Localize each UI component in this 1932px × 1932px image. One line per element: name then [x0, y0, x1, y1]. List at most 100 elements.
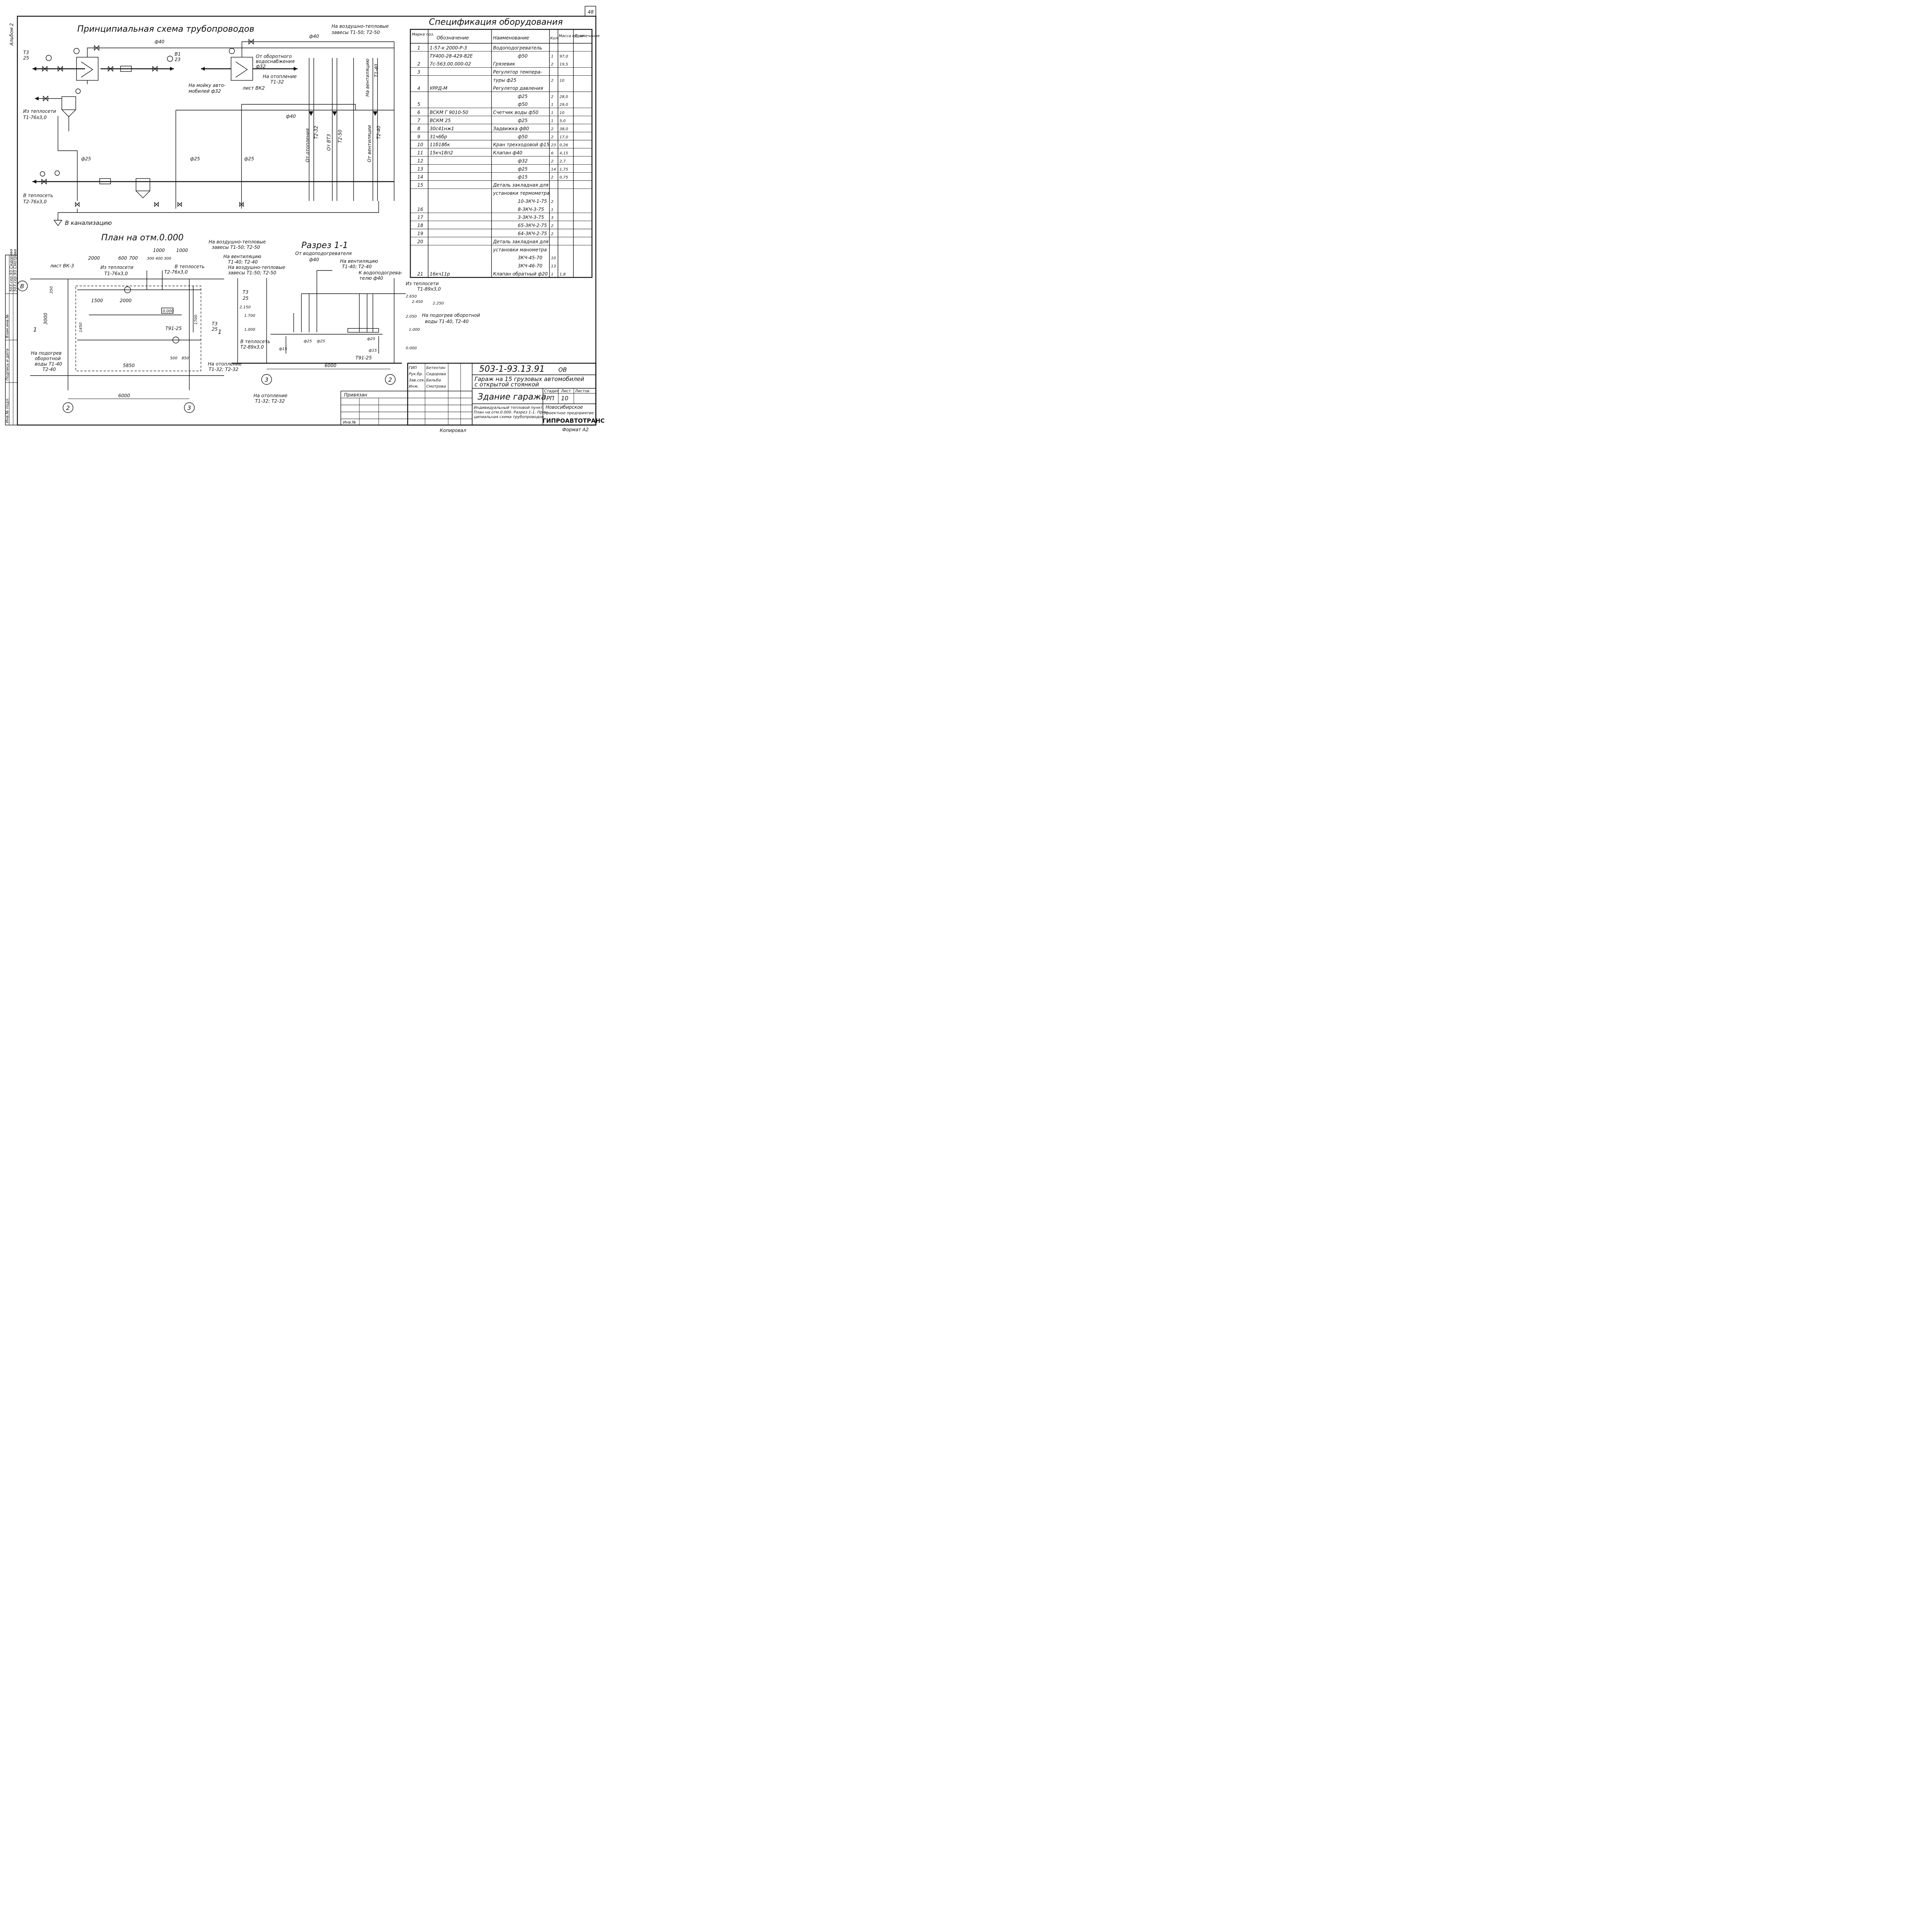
- tb-content-1: Индивидуальный тепловой пункт.: [474, 406, 544, 410]
- spec-cell: 1,75: [560, 167, 568, 172]
- spec-cell: 10-3КЧ-1-75: [518, 199, 547, 204]
- section-axis-2: [385, 374, 396, 385]
- spec-cell: 10: [551, 256, 556, 260]
- plan-t3: Т3: [212, 321, 218, 327]
- tb-role-name: Бетехтин: [426, 366, 446, 370]
- tb-inv: Инв.№: [343, 420, 356, 425]
- plan-dim-600: 600: [118, 255, 127, 261]
- spec-cell: Регулятор давления: [493, 85, 543, 91]
- section-el-2650: 2.650: [406, 294, 417, 299]
- plan-dim-1000b: 1000: [176, 248, 188, 253]
- spec-cell: 1: [551, 103, 553, 107]
- spec-cell: 14: [417, 174, 423, 180]
- scheme-from-heating-2: Т2-32: [313, 126, 319, 139]
- spec-cell: Деталь закладная для: [493, 239, 548, 244]
- spec-header-qty: Кол.: [550, 36, 559, 41]
- spec-cell: 2: [551, 232, 553, 236]
- spec-cell: ТУ400-28-429-82Е: [430, 53, 473, 59]
- scheme-phi25-a: ф25: [81, 156, 91, 162]
- section-phi25-a: ф25: [304, 339, 312, 344]
- spec-cell: 29,0: [560, 103, 568, 107]
- spec-cell: 65-3КЧ-2-75: [518, 223, 547, 228]
- section-from-net-2: Т1-89х3,0: [417, 286, 441, 292]
- plan-from-net-spec: Т1-76х3,0: [104, 271, 128, 276]
- section-from-heater-2: ф40: [309, 257, 319, 262]
- scheme-phi40-a: ф40: [155, 39, 165, 44]
- section-axis-2-label: 2: [388, 376, 392, 383]
- water-meter-6: [99, 178, 111, 184]
- tb-org-2: проектное предприятие: [544, 411, 594, 415]
- spec-cell: Счетчик воды ф50: [493, 110, 539, 115]
- scheme-phi40-b: ф40: [309, 34, 319, 39]
- plan-dim-2000b: 2000: [120, 298, 132, 303]
- scheme-to-sewer: В канализацию: [65, 219, 112, 226]
- spec-cell: 5: [417, 102, 420, 107]
- plan-curtains: На воздушно-тепловые: [209, 239, 266, 245]
- tb-project-2: с открытой стоянкой: [474, 381, 539, 388]
- spec-cell: 9: [417, 134, 420, 139]
- spec-cell: 1: [551, 54, 553, 59]
- spec-cell: 11б18бк: [430, 142, 450, 148]
- spec-cell: установки термометра: [493, 190, 549, 196]
- spec-cell: 11: [417, 150, 423, 156]
- section-to-net: В теплосеть: [240, 339, 270, 344]
- spec-cell: ф50: [518, 134, 528, 139]
- plan-heating: На отопление: [208, 361, 242, 367]
- side-sign-label: Подпись и дата: [5, 349, 10, 381]
- side-stamp: Инв.№ подл. Подпись и дата Взам.инв.№ 50…: [5, 249, 18, 425]
- plan-reheat-4: Т2-40: [43, 367, 56, 372]
- spec-cell: 10: [560, 78, 565, 83]
- spec-cell: ВСКМ Г 9010-50: [430, 110, 468, 115]
- spec-cell: 6: [551, 151, 553, 156]
- tb-content-2: План на отм.0.000. Разрез 1-1. Прин-: [474, 410, 549, 415]
- plan-axis-2: [63, 402, 73, 413]
- spec-cell: ф25: [518, 118, 528, 123]
- tb-sheets-h: Листов: [575, 389, 589, 393]
- spec-cell: ф25: [518, 166, 528, 172]
- plan-from-net: Из теплосети: [100, 265, 133, 270]
- spec-cell: УРРД-М: [430, 85, 447, 91]
- scheme-from-vt3: От ВТ3: [326, 134, 332, 151]
- spec-cell: 8-3КЧ-3-75: [518, 207, 544, 212]
- spec-cell: 3КЧ-45-70: [518, 255, 543, 260]
- mud-trap-2: [136, 178, 150, 191]
- plan-reheat-2: оборотной: [35, 356, 61, 361]
- album-label: Альбом 2: [9, 23, 14, 46]
- side-row-2: 503.сер.93 Смотрова: [13, 249, 17, 292]
- tb-role-name: Сидорова: [426, 372, 446, 376]
- section-el-1000b: 1.000: [409, 328, 420, 332]
- spec-header-mark: Марка поз.: [412, 32, 434, 37]
- spec-cell: ф25: [518, 94, 528, 99]
- plan-axis-b: [17, 281, 28, 291]
- tb-role: Инж.: [409, 384, 419, 389]
- plan-dim-700: 700: [129, 255, 138, 261]
- tb-attached: Привязан: [344, 392, 367, 398]
- spec-cell: 21: [417, 271, 423, 277]
- section-t3: Т3: [243, 289, 248, 295]
- spec-cell: 17,0: [560, 135, 568, 139]
- spec-cell: 2: [417, 61, 420, 67]
- scheme-to-net-spec: Т2-76х3,0: [23, 199, 47, 204]
- tb-project: Гараж на 15 грузовых автомобилей: [474, 376, 584, 383]
- spec-cell: ф15: [518, 174, 528, 180]
- section-el-2050: 2.050: [406, 315, 417, 319]
- frame: 48 Альбом 2: [9, 6, 597, 426]
- spec-cell: 3КЧ-46-70: [518, 263, 543, 269]
- section-to-heater: К водоподогрева-: [359, 270, 402, 276]
- spec-cell: ф50: [518, 53, 528, 59]
- spec-cell: 2: [551, 159, 553, 163]
- spec-cell: Грязевик: [493, 61, 515, 67]
- tb-building: Здание гаража: [478, 392, 546, 402]
- scheme-from-net-spec: Т1-76х3,0: [23, 115, 47, 120]
- scheme-curtains-2: завесы Т1-50; Т2-50: [332, 30, 380, 35]
- plan-vent-2: Т1-40; Т2-40: [228, 259, 258, 265]
- spec-cell: 1: [551, 111, 553, 115]
- section-title: Разрез 1-1: [301, 241, 348, 250]
- scheme-b1: В1: [175, 51, 181, 57]
- water-heater-2: [231, 57, 253, 81]
- plan-dim-1500: 1500: [91, 298, 103, 303]
- spec-cell: 17: [417, 215, 423, 220]
- spec-cell: 15: [417, 182, 423, 188]
